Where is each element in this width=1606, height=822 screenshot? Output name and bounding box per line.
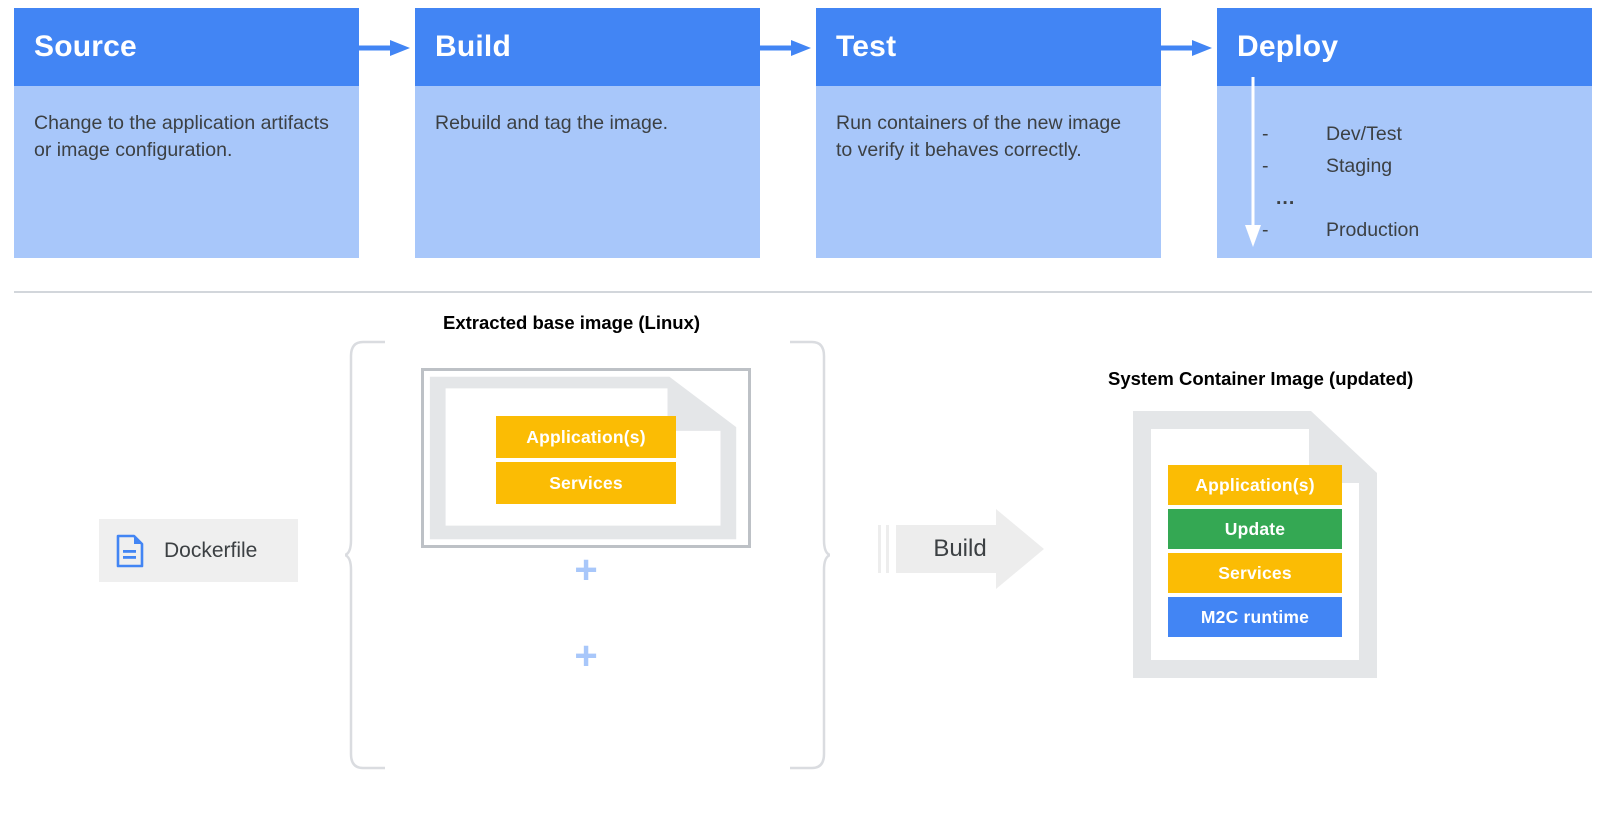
plus-sign: + xyxy=(574,548,598,592)
stage-header-build: Build xyxy=(415,8,760,86)
list-marker: - xyxy=(1262,123,1269,145)
layer-bar: Application(s) xyxy=(496,416,676,458)
list-item-ellipsis: ... xyxy=(1262,182,1562,214)
update-package-bar: Update package xyxy=(521,601,659,622)
document-icon xyxy=(116,534,144,567)
stage-title-build: Build xyxy=(435,30,511,63)
list-marker: ... xyxy=(1276,187,1296,209)
right-caption: System Container Image (updated) xyxy=(1108,368,1414,389)
connector-source-to-build xyxy=(358,38,418,58)
arrow-right-icon xyxy=(358,40,410,56)
stage-body-source: Change to the application artifacts or i… xyxy=(34,112,329,161)
dockerfile-label: Dockerfile xyxy=(164,538,258,562)
pipeline-stage-build[interactable]: Build Rebuild and tag the image. xyxy=(415,8,760,258)
pipeline-stage-source[interactable]: Source Change to the application artifac… xyxy=(14,8,359,258)
list-item: - Staging xyxy=(1262,150,1562,182)
list-marker: - xyxy=(1262,219,1269,241)
list-item-label: Dev/Test xyxy=(1326,123,1402,145)
deploy-environment-list: - Dev/Test - Staging ... - Production xyxy=(1262,118,1562,246)
extracted-base-image-card: Application(s) Services xyxy=(421,368,751,548)
list-item-label: Staging xyxy=(1326,155,1393,177)
system-container-layer-stack: Application(s) Update Services M2C runti… xyxy=(1168,465,1342,637)
section-divider xyxy=(14,291,1592,293)
list-item-label: Production xyxy=(1326,219,1420,241)
layer-bar: Application(s) xyxy=(1168,465,1342,505)
pipeline-stage-deploy[interactable]: Deploy - Dev/Test - Staging ... xyxy=(1217,8,1592,258)
arrow-right-block-icon xyxy=(878,509,1044,589)
connector-build-to-test xyxy=(759,38,819,58)
build-action-label: Build xyxy=(933,535,987,562)
stage-body-build: Rebuild and tag the image. xyxy=(435,112,669,134)
stage-header-deploy: Deploy xyxy=(1217,8,1592,86)
build-diagram-section: Extracted base image (Linux) System Cont… xyxy=(0,292,1606,822)
plus-sign: + xyxy=(574,634,598,678)
pipeline-stage-test[interactable]: Test Run containers of the new image to … xyxy=(816,8,1161,258)
layer-bar: Update xyxy=(1168,509,1342,549)
stage-header-test: Test xyxy=(816,8,1161,86)
layer-bar: Services xyxy=(496,462,676,504)
list-item: - Production xyxy=(1262,214,1562,246)
layer-bar: Services xyxy=(1168,553,1342,593)
connector-test-to-deploy xyxy=(1160,38,1220,58)
stage-title-source: Source xyxy=(34,30,137,63)
stage-title-test: Test xyxy=(836,30,897,63)
stage-title-deploy: Deploy xyxy=(1237,30,1339,63)
base-image-layer-stack: Application(s) Services xyxy=(496,416,676,504)
list-item: - Dev/Test xyxy=(1262,118,1562,150)
stage-body-test: Run containers of the new image to verif… xyxy=(836,112,1122,161)
right-brace xyxy=(790,340,830,770)
dockerfile-chip[interactable]: Dockerfile xyxy=(99,519,298,582)
pipeline-section: Source Change to the application artifac… xyxy=(0,0,1606,292)
layer-bar: M2C runtime xyxy=(1168,597,1342,637)
arrow-down-icon xyxy=(1245,77,1261,247)
arrow-right-icon xyxy=(759,40,811,56)
left-caption: Extracted base image (Linux) xyxy=(443,312,701,333)
arrow-right-icon xyxy=(1160,40,1212,56)
left-brace xyxy=(345,340,385,770)
list-marker: - xyxy=(1262,155,1269,177)
stage-header-source: Source xyxy=(14,8,359,86)
stage-body-deploy: - Dev/Test - Staging ... - Production xyxy=(1217,77,1592,258)
m2c-runtime-layer-bar: M2C runtime layer (Linux) xyxy=(480,692,700,713)
